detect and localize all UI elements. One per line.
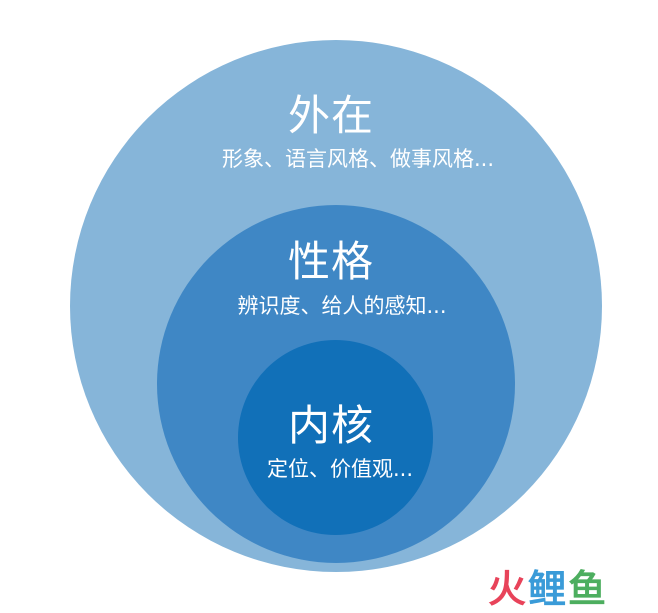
inner-layer-subtitle: 定位、价值观... bbox=[266, 457, 414, 481]
middle-layer-subtitle: 辨识度、给人的感知... bbox=[237, 294, 447, 318]
watermark-char: 鱼 bbox=[568, 566, 609, 611]
outer-layer-subtitle: 形象、语言风格、做事风格... bbox=[221, 147, 495, 171]
outer-layer-title: 外在 bbox=[287, 91, 374, 140]
watermark-char: 火 bbox=[488, 566, 529, 611]
watermark-logo: 火 鲤 鱼 bbox=[488, 562, 608, 611]
watermark-char: 鲤 bbox=[528, 566, 569, 611]
middle-layer-title: 性格 bbox=[287, 237, 374, 286]
inner-circle bbox=[238, 340, 433, 535]
inner-layer-title: 内核 bbox=[287, 401, 374, 450]
